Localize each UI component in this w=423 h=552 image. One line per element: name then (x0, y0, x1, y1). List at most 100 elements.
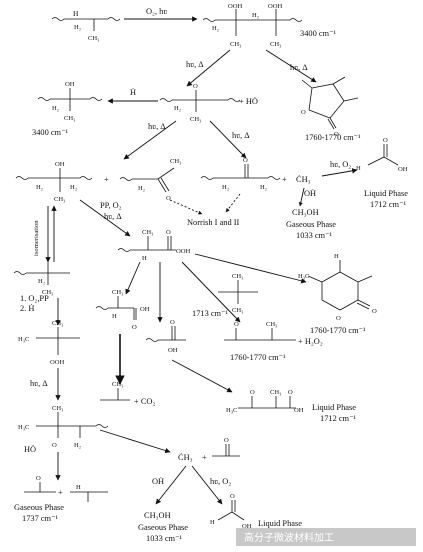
arrow-pp-o2-hv (79, 199, 131, 237)
ir-1760-1770-c: 1760-1770 cm⁻¹ (230, 353, 286, 362)
svg-text:H₃C: H₃C (18, 336, 30, 343)
pp-chain-start: H H₂ CH₃ (51, 9, 121, 42)
ir-1033-top: 1033 cm⁻¹ (296, 231, 332, 240)
ho-radical-label: + HȮ (239, 97, 258, 106)
tertiary-alcohol-chain: OH H₂ H₂ CH₃ (15, 161, 93, 203)
ir-1712-top: 1712 cm⁻¹ (370, 200, 406, 209)
acetone-gas-product: O + H (24, 475, 108, 502)
svg-text:O: O (288, 389, 293, 396)
cond-hv-delta-2: hʋ, Δ (290, 63, 308, 72)
svg-text:H₂: H₂ (212, 25, 219, 32)
svg-text:H₂: H₂ (174, 105, 181, 112)
arrow-norrish-right (225, 193, 241, 213)
liquid-phase-top: Liquid Phase (364, 189, 408, 198)
arrow-to-lactone-1 (265, 49, 317, 83)
svg-text:H₂: H₂ (74, 442, 81, 449)
svg-text:O: O (132, 324, 137, 331)
svg-text:OH: OH (242, 523, 252, 530)
cond-o2-hv: O₂, hʋ (146, 7, 167, 16)
keto-acid-product: O CH₃ O H₃C OH (226, 389, 304, 414)
methanol-bottom: CH₃OH (144, 511, 171, 520)
step-2-label: 2. Ḣ (20, 304, 34, 313)
ketone-chain-center: O H₂ H₂ (200, 157, 281, 191)
svg-text:O: O (372, 308, 377, 315)
svg-text:O: O (166, 195, 171, 202)
cond-hv-delta-3: hʋ, Δ (148, 122, 166, 131)
cond-hv-o2-top: hʋ, O₂ (330, 160, 351, 169)
arrow-methyl-to-methanol (298, 187, 305, 207)
svg-text:O: O (166, 229, 171, 236)
ir-3400-top: 3400 cm⁻¹ (300, 29, 336, 38)
svg-text:CH₃: CH₃ (232, 273, 243, 280)
arrow-alkoxy-to-methyl (99, 429, 171, 454)
h2-label: H₂ (74, 24, 81, 31)
svg-text:H₂: H₂ (260, 184, 267, 191)
methyl-radical-top: ĊH₃ (296, 175, 311, 184)
svg-text:O: O (230, 493, 235, 500)
svg-text:CH₃: CH₃ (270, 389, 281, 396)
svg-text:H: H (334, 253, 339, 260)
svg-text:OH: OH (294, 407, 304, 414)
plus-sign-1: + (104, 175, 109, 184)
svg-text:CH₃: CH₃ (170, 158, 181, 165)
arrow-to-peroxide (181, 261, 241, 323)
cond-hv-delta-5: hʋ, Δ (104, 212, 122, 221)
svg-text:CH₃: CH₃ (270, 41, 281, 48)
watermark-text: 高分子微波材料加工 (244, 531, 334, 544)
liquid-phase-bottom: Liquid Phase (258, 519, 302, 528)
methyl-radical-bottom: ĊH₃ (178, 453, 193, 462)
svg-text:OH: OH (398, 166, 408, 173)
svg-text:CH₃: CH₃ (52, 405, 63, 412)
svg-text:CH₃: CH₃ (232, 307, 243, 314)
svg-text:H₂: H₂ (52, 105, 59, 112)
svg-text:O: O (301, 109, 306, 116)
svg-text:OOH: OOH (176, 248, 191, 255)
svg-text:O: O (52, 442, 57, 449)
arrow-hv-o2-formic (321, 168, 358, 177)
acid-center: O OH (145, 319, 186, 354)
svg-text:H₃C: H₃C (298, 273, 310, 280)
step-1-label: 1. O₂,PP (20, 294, 49, 303)
plus-co2: + CO₂ (134, 397, 155, 406)
peroxide-product: O CH₃ (224, 321, 296, 341)
svg-text:H: H (112, 313, 117, 320)
svg-text:O: O (250, 389, 255, 396)
svg-text:OH: OH (140, 306, 150, 313)
arrow-methyl-to-formic-bottom (191, 465, 223, 505)
svg-text:CH₃: CH₃ (266, 321, 277, 328)
h-label: H (73, 9, 79, 18)
svg-text:CH₃: CH₃ (230, 41, 241, 48)
svg-text:O: O (36, 475, 41, 482)
svg-text:+: + (58, 488, 63, 497)
svg-text:O: O (334, 131, 339, 138)
hydroperoxide-product: OOH OOH H₂ H₂ CH₃ CH₃ (202, 3, 303, 48)
svg-text:CH₃: CH₃ (112, 289, 123, 296)
arrow-beta-scission-2 (209, 120, 247, 159)
plus-sign-bottom: + (202, 453, 207, 462)
ir-1760-1770-a: 1760-1770 cm⁻¹ (305, 133, 361, 142)
formic-acid-top: H O OH (356, 137, 408, 173)
svg-text:H₂: H₂ (38, 278, 45, 285)
ir-1760-1770-b: 1760-1770 cm⁻¹ (310, 326, 366, 335)
methanol-top: CH₃OH (292, 208, 319, 217)
hydroperoxide-left: CH₃ H₃C OOH (18, 320, 80, 366)
svg-text:H: H (142, 255, 147, 262)
svg-text:OH: OH (65, 81, 75, 88)
liquid-phase-mid: Liquid Phase (312, 403, 356, 412)
arrow-to-keto-acid (171, 359, 233, 393)
cond-hv-delta-4: hʋ, Δ (232, 131, 250, 140)
methyl-ketone-chain: CH₃ O H₂ (119, 158, 181, 202)
acid-left: CH₃ H O OH (95, 289, 150, 331)
svg-text:O: O (243, 157, 248, 164)
svg-text:O: O (234, 321, 239, 328)
oh-radical-bottom: OḢ (152, 477, 164, 486)
isomerisation-label: isomerisation (33, 220, 40, 256)
svg-text:O: O (193, 83, 198, 90)
peracid-center: CH₃ O H OOH (117, 229, 191, 262)
svg-text:H₂: H₂ (36, 184, 43, 191)
svg-text:O: O (224, 437, 229, 444)
cond-hv-o2-bottom: hʋ, O₂ (210, 477, 231, 486)
svg-text:H₂: H₂ (252, 12, 259, 19)
svg-text:H: H (356, 165, 361, 172)
